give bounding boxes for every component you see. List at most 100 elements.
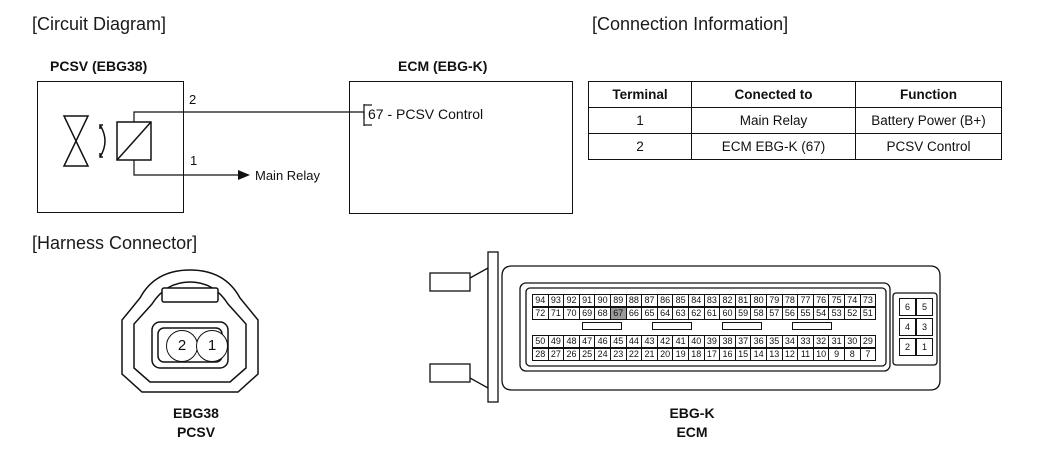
ecm-pin-18: 18 [688,348,705,361]
ecm-key-tab [722,322,762,330]
ecm-pin-64: 64 [656,307,674,320]
ecm-pin-57: 57 [766,307,783,320]
ecm-pin-27: 27 [547,348,565,361]
ecm-pin-71: 71 [547,307,565,320]
ecm-pin-10: 10 [812,348,830,361]
ecm-pin-29: 29 [859,335,877,348]
ecm-pin-87: 87 [641,294,658,307]
ecm-pin-86: 86 [656,294,674,307]
valve-symbol [62,115,106,167]
ecm-pin-81: 81 [734,294,752,307]
pcsv-connector-code: EBG38 [173,405,219,421]
ecm-pin-47: 47 [578,335,596,348]
ecm-pin-60: 60 [719,307,736,320]
ecm-pin-38: 38 [719,335,736,348]
ecm-pin-2: 2 [899,338,916,356]
ecm-pin-41: 41 [672,335,689,348]
ecm-pin-34: 34 [781,335,799,348]
ecm-pin-50: 50 [532,335,549,348]
ecm-pin-89: 89 [610,294,627,307]
ecm-pin-32: 32 [812,335,830,348]
ecm-pin-17: 17 [703,348,721,361]
ecm-pin-37: 37 [734,335,752,348]
section-connection-information: [Connection Information] [592,14,789,34]
ecm-key-tab [652,322,692,330]
ecm-pin-55: 55 [797,307,814,320]
ecm-pin-70: 70 [563,307,580,320]
arrow-main-relay-icon [238,170,250,180]
ecm-pin-74: 74 [844,294,861,307]
ecm-pin-69: 69 [578,307,596,320]
ecm-pin-35: 35 [766,335,783,348]
ecm-pin-4: 4 [899,318,916,336]
ecm-pin-20: 20 [656,348,674,361]
ecm-pin-66: 66 [625,307,643,320]
table-row: 2 ECM EBG-K (67) PCSV Control [588,133,1002,160]
ecm-pin-45: 45 [610,335,627,348]
ecm-pin-5: 5 [916,298,933,316]
ecm-pin-93: 93 [547,294,565,307]
ecm-pin-39: 39 [703,335,721,348]
pcsv-title: PCSV (EBG38) [50,58,148,74]
header-connected-to: Conected to [691,81,856,108]
ecm-pin-19: 19 [672,348,689,361]
section-circuit-diagram: [Circuit Diagram] [32,14,167,34]
ecm-pin-7: 7 [859,348,877,361]
section-harness-connector: [Harness Connector] [32,233,198,253]
header-function: Function [855,81,1002,108]
ecm-pin-6: 6 [899,298,916,316]
ecm-pin-82: 82 [719,294,736,307]
ecm-pin-22: 22 [625,348,643,361]
pcsv-pin-1: 1 [196,330,228,362]
ecm-component-box [349,81,573,214]
ecm-pin-14: 14 [750,348,767,361]
table-header-row: Terminal Conected to Function [588,81,1002,108]
ecm-pin-12: 12 [781,348,799,361]
ecm-pin-24: 24 [594,348,611,361]
ecm-pin-75: 75 [828,294,845,307]
ecm-pin-33: 33 [797,335,814,348]
cell-function: Battery Power (B+) [855,107,1002,134]
ecm-connector-code: EBG-K [669,405,715,421]
ecm-pin-73: 73 [859,294,877,307]
ecm-pin-92: 92 [563,294,580,307]
ecm-pin-52: 52 [844,307,861,320]
ecm-pin-42: 42 [656,335,674,348]
ecm-pin-54: 54 [812,307,830,320]
ecm-pin-25: 25 [578,348,596,361]
ecm-connector-name: ECM [676,424,708,440]
main-relay-label: Main Relay [255,168,321,183]
connection-table: Terminal Conected to Function 1 Main Rel… [588,81,1002,160]
ecm-pin-15: 15 [734,348,752,361]
ecm-pin-63: 63 [672,307,689,320]
ecm-pin-90: 90 [594,294,611,307]
pcsv-connector-name: PCSV [176,424,216,440]
cell-connected-to: Main Relay [691,107,856,134]
ecm-signal-label: 67 - PCSV Control [368,106,484,122]
pin-2-label: 2 [189,92,197,107]
ecm-pin-58: 58 [750,307,767,320]
ecm-pin-28: 28 [532,348,549,361]
ecm-pin-3: 3 [916,318,933,336]
ecm-pin-23: 23 [610,348,627,361]
ecm-pin-76: 76 [812,294,830,307]
ecm-pin-36: 36 [750,335,767,348]
ecm-pin-31: 31 [828,335,845,348]
ecm-pin-9: 9 [828,348,845,361]
ecm-pin-85: 85 [672,294,689,307]
ecm-pin-26: 26 [563,348,580,361]
ecm-pin-46: 46 [594,335,611,348]
ecm-key-tab [582,322,622,330]
ecm-pin-11: 11 [797,348,814,361]
ecm-pin-83: 83 [703,294,721,307]
ecm-pin-79: 79 [766,294,783,307]
ecm-pin-84: 84 [688,294,705,307]
ecm-pin-30: 30 [844,335,861,348]
ecm-pin-1: 1 [916,338,933,356]
ecm-pin-56: 56 [781,307,799,320]
cell-terminal: 2 [588,133,692,160]
ecm-pin-88: 88 [625,294,643,307]
wire-pin1 [133,160,238,176]
ecm-pin-43: 43 [641,335,658,348]
